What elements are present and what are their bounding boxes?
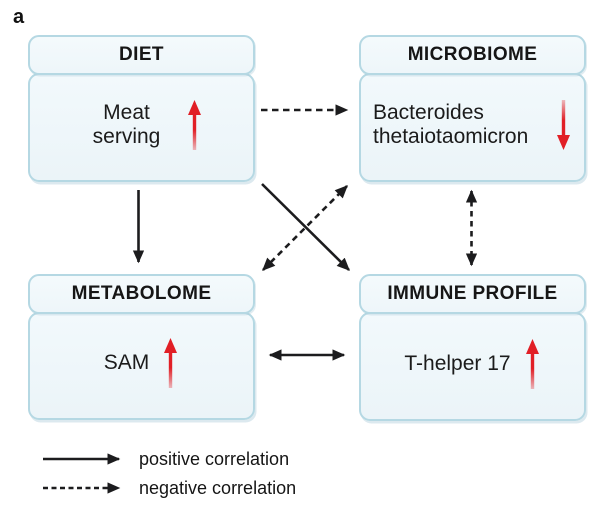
box-diet-item: Meat serving [92,100,161,148]
box-microbiome-content: Bacteroides thetaiotaomicron [359,73,586,182]
box-microbiome-title: MICROBIOME [359,35,586,75]
box-diet-content: Meat serving [28,73,255,182]
trend-arrow-icon [187,99,201,150]
box-metabolome-content: SAM [28,312,255,420]
trend-arrow-icon [164,338,178,388]
box-diet: DIET Meat serving [28,35,255,182]
box-immune-profile: IMMUNE PROFILE T-helper 17 [359,274,586,421]
trend-arrow-icon [557,99,570,150]
trend-arrow-icon [525,338,539,389]
box-microbiome-item: Bacteroides thetaiotaomicron [373,100,529,148]
box-diet-title: DIET [28,35,255,75]
panel-label: a [13,6,25,28]
box-immune-profile-content: T-helper 17 [359,312,586,421]
legend-negative-label: negative correlation [139,478,297,498]
box-immune-profile-title: IMMUNE PROFILE [359,274,586,314]
box-metabolome: METABOLOME SAM [28,274,255,420]
box-immune-profile-item: T-helper 17 [404,351,511,375]
edge-metabolome-microbiome [262,185,348,271]
box-metabolome-title: METABOLOME [28,274,255,314]
edge-diet-immune-profile [261,183,350,271]
legend-positive-label: positive correlation [139,449,290,469]
box-metabolome-item: SAM [103,351,150,374]
box-microbiome: MICROBIOME Bacteroides thetaiotaomicron [359,35,586,182]
